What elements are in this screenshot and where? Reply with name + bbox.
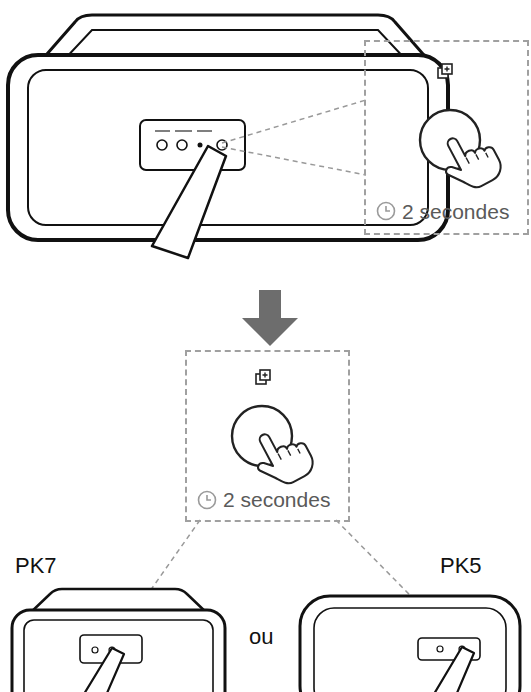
model-label: ou	[249, 624, 273, 650]
model-label: PK5	[440, 553, 482, 579]
callout-box: 2 secondes	[364, 40, 529, 235]
model-label: PK7	[15, 553, 57, 579]
duration-text: 2 secondes	[223, 488, 330, 512]
duration-text: 2 secondes	[402, 200, 509, 224]
callout-box: 2 secondes	[185, 350, 350, 522]
